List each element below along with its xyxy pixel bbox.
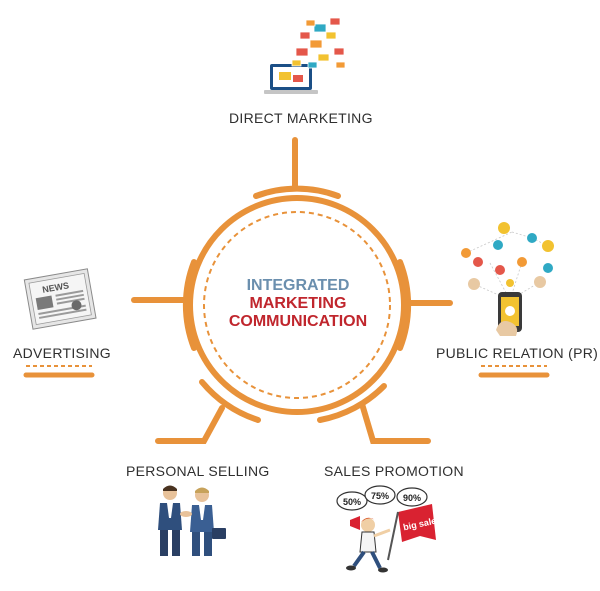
sale-tag-2: 75% [371, 491, 389, 501]
inner-dashed-ring [203, 211, 391, 399]
handshake-businessmen-icon [158, 485, 226, 556]
label-underlines [23, 365, 550, 378]
center-title-communication: COMMUNICATION [228, 313, 368, 330]
arc-bottom-left [199, 379, 261, 423]
label-sales-promotion: SALES PROMOTION [324, 463, 464, 479]
connectors [131, 137, 453, 444]
newspaper-text: NEWS [41, 280, 69, 295]
sale-tag-1: 50% [343, 497, 361, 507]
smartphone-social-network-icon [461, 222, 554, 336]
label-direct-marketing: DIRECT MARKETING [229, 110, 373, 126]
megaphone-sale-man-icon: 50% 75% 90% big sale [336, 485, 437, 573]
center-title-marketing: MARKETING [249, 295, 347, 312]
connector-bottom-right [359, 401, 431, 444]
arc-bottom-right [317, 383, 387, 423]
newspaper-icon: NEWS [23, 268, 97, 330]
outer-ring [187, 195, 407, 415]
sale-tag-3: 90% [403, 493, 421, 503]
connector-bottom-left [155, 405, 225, 444]
center-ring [187, 195, 407, 415]
laptop-email-icon [264, 17, 346, 94]
arc-left [182, 259, 197, 351]
center-title-integrated: INTEGRATED [246, 277, 350, 294]
arc-top [253, 185, 341, 199]
label-public-relation: PUBLIC RELATION (PR) [436, 345, 599, 361]
label-personal-selling: PERSONAL SELLING [126, 463, 270, 479]
label-advertising: ADVERTISING [13, 345, 111, 361]
